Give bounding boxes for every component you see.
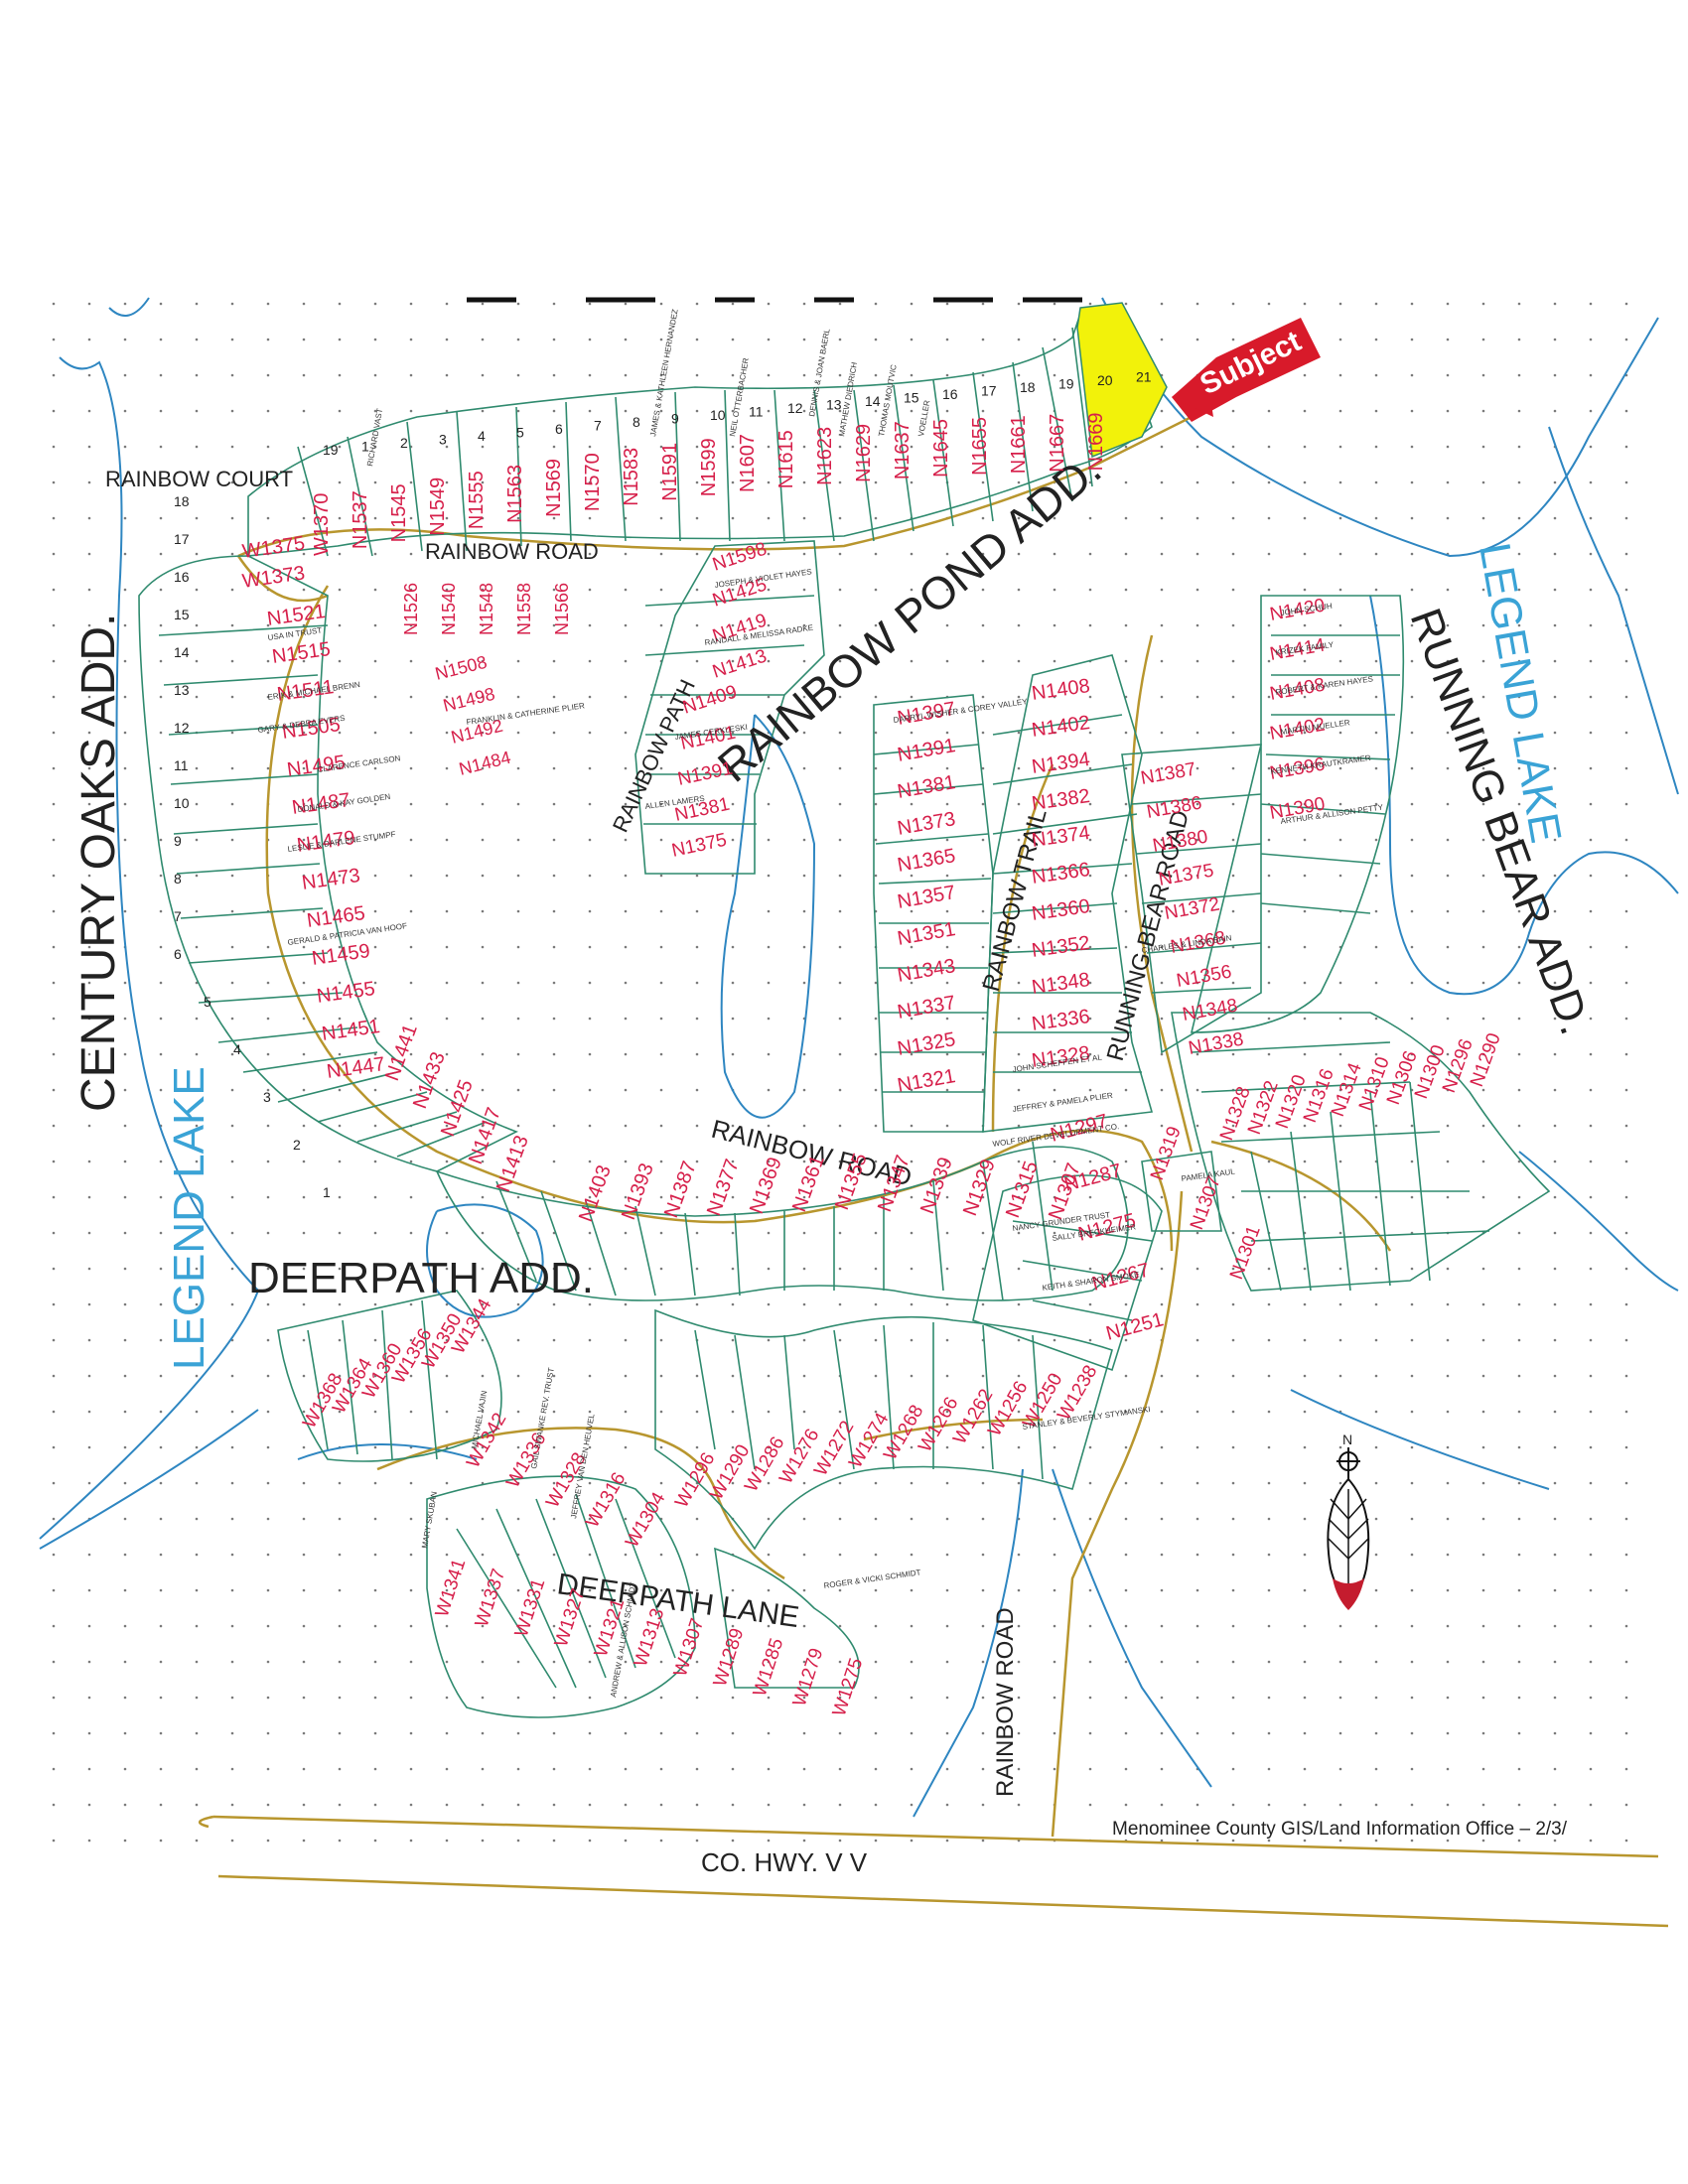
lot-number: 18 [174, 493, 190, 509]
parcel-id: N1629 [853, 424, 875, 482]
parcel-id: N1563 [504, 465, 526, 523]
lot-number: 16 [942, 386, 958, 402]
label-legend-lake-left: LEGEND LAKE [165, 1066, 213, 1370]
roads [199, 415, 1659, 1858]
lot-number: 11 [749, 404, 764, 420]
lot-number: 2 [400, 435, 408, 451]
parcel-id: N1540 [439, 583, 459, 635]
lot-number: 11 [174, 757, 189, 773]
parcel-id: N1661 [1008, 415, 1030, 474]
lot-number: 3 [263, 1089, 271, 1105]
lot-number: 12 [174, 720, 190, 736]
lot-number: 13 [826, 397, 842, 413]
lot-number: 12 [787, 400, 803, 416]
lot-number: 5 [204, 994, 211, 1010]
lot-number: 4 [478, 428, 486, 444]
parcel-id: N1537 [350, 490, 371, 549]
lot-number: 10 [174, 795, 190, 811]
lot-number: 1 [323, 1184, 331, 1200]
subject-parcel-highlight [1076, 302, 1168, 459]
lot-number: 6 [555, 421, 563, 437]
parcel-id: N1526 [401, 583, 421, 635]
parcel-id: N1667 [1047, 414, 1068, 473]
parcel-ids-pond-east: N1408N1402N1394N1382N1374N1366N1360N1352… [1031, 675, 1091, 1072]
lot-number: 2 [293, 1137, 301, 1153]
lot-number: 1 [361, 439, 369, 455]
parcel-id: N1607 [737, 434, 759, 492]
lot-number: 19 [323, 442, 339, 458]
lot-number: 14 [865, 393, 881, 409]
lot-number: 17 [981, 383, 997, 399]
lot-number: 5 [516, 425, 524, 441]
lot-number: 18 [1020, 379, 1036, 395]
county-highway-line [217, 1874, 1669, 1928]
lot-number: 20 [1097, 372, 1113, 388]
north-arrow-feather-icon: N [1327, 1432, 1370, 1610]
dotted-background [40, 298, 1658, 1846]
label-co-hwy: CO. HWY. V V [701, 1847, 868, 1877]
lot-number: 4 [233, 1041, 241, 1057]
parcel-id: N1570 [582, 453, 604, 511]
parcel-id: N1583 [621, 448, 642, 506]
lot-number: 13 [174, 682, 190, 698]
lot-number: 8 [174, 871, 182, 887]
parcel-id: W1370 [311, 493, 333, 556]
parcel-id: N1637 [892, 421, 914, 479]
parcel-id: N1566 [552, 583, 572, 635]
lot-number: 15 [174, 607, 190, 622]
lot-number: 7 [174, 908, 182, 924]
parcel-id: N1623 [814, 427, 836, 485]
parcel-id: N1549 [427, 478, 449, 536]
lot-number: 3 [439, 432, 447, 448]
lot-number: 6 [174, 946, 182, 962]
parcel-ids-pond-west: N1397N1391N1381N1373N1365N1357N1351N1343… [896, 698, 957, 1097]
label-rainbow-road-vert: RAINBOW ROAD [992, 1607, 1019, 1797]
parcel-id: N1548 [477, 583, 496, 635]
parcel-id: N1545 [388, 483, 410, 542]
lot-number: 17 [174, 531, 190, 547]
parcel-id: N1569 [543, 459, 565, 517]
lot-number: 16 [174, 569, 190, 585]
lot-number: 21 [1136, 369, 1152, 385]
lot-number: 19 [1058, 376, 1074, 392]
label-footer-office: Menominee County GIS/Land Information Of… [1112, 1819, 1568, 1840]
lot-number: 14 [174, 644, 190, 660]
label-rainbow-court: RAINBOW COURT [105, 467, 293, 491]
lot-number: 9 [671, 411, 679, 427]
parcel-id: N1615 [775, 430, 797, 488]
label-century-oaks-add: CENTURY OAKS ADD. [72, 614, 125, 1112]
lot-number: 8 [633, 414, 640, 430]
lot-number: 10 [710, 407, 726, 423]
parcel-id: N1558 [514, 583, 534, 635]
label-deerpath-add: DEERPATH ADD. [248, 1254, 594, 1302]
parcel-id: N1555 [466, 471, 488, 529]
parcel-id: N1669 [1085, 412, 1107, 471]
parcel-id: N1645 [930, 419, 952, 478]
lot-number: 15 [904, 390, 919, 406]
label-rainbow-road-top: RAINBOW ROAD [425, 539, 599, 564]
parcel-id: N1599 [698, 438, 720, 496]
lot-number: 7 [594, 418, 602, 434]
parcel-id: N1591 [659, 443, 681, 501]
lot-number: 9 [174, 833, 182, 849]
parcel-ids-north: W1370 N1537 N1545 N1549 N1555 N1563 N1569 N1570… [311, 412, 1107, 556]
north-symbol: N [1342, 1432, 1352, 1447]
parcel-id: N1655 [969, 417, 991, 476]
